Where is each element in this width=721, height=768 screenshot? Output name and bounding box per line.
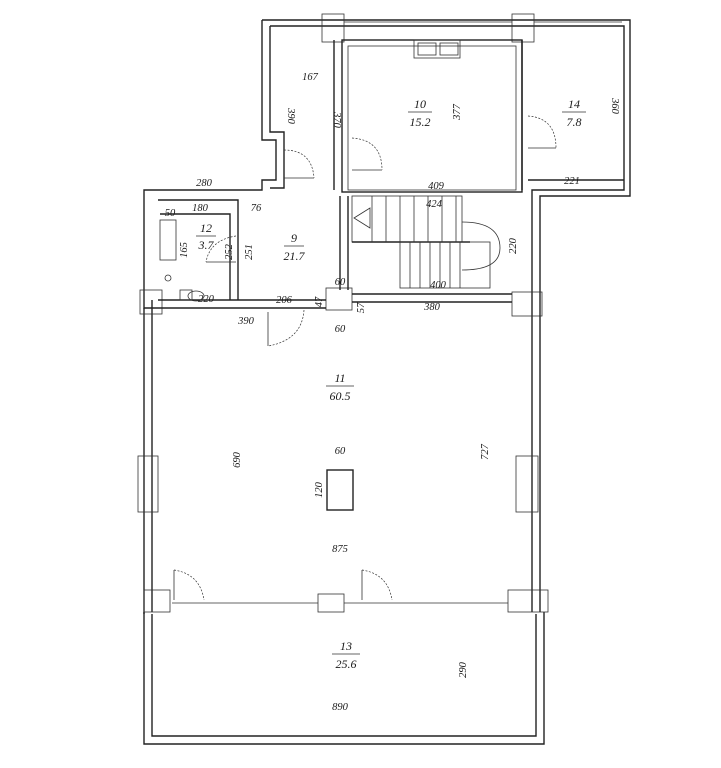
- dim-290: 290: [458, 661, 469, 678]
- dim-120: 120: [314, 481, 325, 498]
- dim-60-below: 60: [335, 324, 346, 335]
- dimension-labels: 167 390 370 377 360 409 221 280 424 180 …: [165, 72, 620, 713]
- dim-47: 47: [314, 296, 325, 307]
- dim-280: 280: [196, 178, 213, 189]
- dim-370: 370: [331, 111, 342, 129]
- doors: [173, 115, 557, 601]
- dim-390-horizontal: 390: [237, 316, 255, 327]
- dim-690: 690: [232, 451, 243, 468]
- sink: [413, 39, 461, 59]
- dim-251: 251: [244, 244, 255, 260]
- dim-360: 360: [609, 97, 620, 115]
- bathroom-fixtures: [159, 219, 205, 302]
- outer-walls: [143, 19, 631, 745]
- dim-57: 57: [356, 302, 367, 313]
- room-labels: 9 21.7 10 15.2 11 60.5 12 3.7 13 25.6 14…: [196, 97, 586, 671]
- dim-60-top: 60: [335, 277, 346, 288]
- dim-380: 380: [423, 302, 441, 313]
- dim-875: 875: [332, 544, 348, 555]
- dim-50: 50: [165, 208, 176, 219]
- room-number-14: 14: [568, 97, 580, 111]
- room-area-9: 21.7: [284, 249, 306, 263]
- room-area-12: 3.7: [198, 238, 215, 252]
- column: [326, 469, 354, 511]
- window-blocks: [137, 13, 622, 613]
- dim-206: 206: [276, 295, 293, 306]
- dim-220-bath: 220: [198, 294, 215, 305]
- dim-221: 221: [564, 176, 580, 187]
- dim-727: 727: [480, 443, 491, 460]
- room-number-12: 12: [200, 221, 212, 235]
- room-area-10: 15.2: [410, 115, 431, 129]
- dim-400: 400: [430, 280, 447, 291]
- interior-walls: [158, 39, 624, 309]
- dim-390-vertical: 390: [285, 107, 296, 125]
- dim-890: 890: [332, 702, 349, 713]
- room-area-11: 60.5: [330, 389, 351, 403]
- room-number-9: 9: [291, 231, 297, 245]
- dim-167: 167: [302, 72, 319, 83]
- room-number-13: 13: [340, 639, 352, 653]
- dim-76: 76: [251, 203, 262, 214]
- dim-252: 252: [224, 243, 235, 260]
- dim-180: 180: [192, 203, 209, 214]
- dim-60-column: 60: [335, 446, 346, 457]
- dim-409: 409: [428, 181, 445, 192]
- room-area-14: 7.8: [567, 115, 582, 129]
- room-number-10: 10: [414, 97, 426, 111]
- dim-220-right: 220: [508, 237, 519, 254]
- dim-424: 424: [426, 199, 443, 210]
- dim-377: 377: [452, 103, 463, 121]
- dim-165: 165: [179, 242, 190, 258]
- room-number-11: 11: [334, 371, 345, 385]
- room-area-13: 25.6: [336, 657, 357, 671]
- staircase: [351, 195, 501, 289]
